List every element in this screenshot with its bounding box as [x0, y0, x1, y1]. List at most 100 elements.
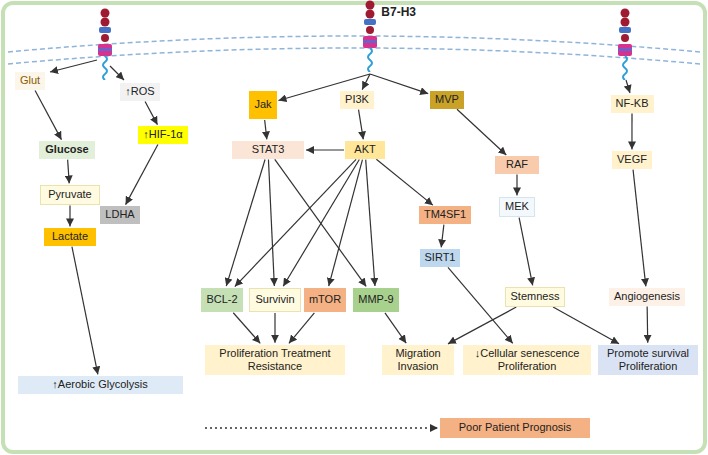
pathway-arrow: [275, 159, 366, 286]
pathway-arrow: [633, 170, 646, 287]
pathway-arrow: [631, 114, 632, 150]
pathway-box: ↑ROS: [120, 83, 159, 100]
node-text: Proliferation Treatment Resistance: [210, 347, 340, 373]
pathway-arrow: [126, 144, 158, 204]
pathway-arrow: [457, 109, 506, 155]
pathway-box: NF-KB: [611, 95, 654, 112]
frame: [3, 3, 705, 452]
node-text: BCL-2: [206, 293, 237, 306]
node-text: Migration Invasion: [387, 347, 449, 373]
node-text: STAT3: [252, 143, 285, 156]
pathway-arrow: [274, 313, 275, 343]
pathway-arrow: [448, 307, 516, 344]
pathway-arrow: [516, 175, 517, 196]
pathway-box: ↑Aerobic Glycolysis: [18, 376, 183, 393]
pathway-arrow: [385, 313, 406, 343]
pathway-box: RAF: [495, 156, 539, 173]
pathway-box: Stemness: [505, 287, 566, 306]
pathway-box: mTOR: [304, 288, 346, 312]
pathway-box: AKT: [345, 141, 385, 158]
pathway-arrow: [235, 159, 356, 286]
node-text: ↑HIF-1α: [143, 128, 182, 141]
node-text: Promote survival Proliferation: [603, 347, 693, 373]
node-text: ↑Aerobic Glycolysis: [52, 378, 147, 391]
node-text: LDHA: [105, 208, 134, 221]
receptor-icon: [363, 1, 377, 73]
pathway-box: MEK: [499, 197, 535, 216]
pathway-box: Migration Invasion: [382, 345, 454, 375]
node-text: Lactate: [52, 230, 88, 243]
pathway-box: Glucose: [39, 141, 95, 158]
pathway-arrow: [370, 74, 428, 94]
node-text: ↑ROS: [125, 85, 154, 98]
node-text: Survivin: [255, 293, 294, 306]
node-text: VEGF: [617, 153, 647, 166]
pathway-arrow: [329, 160, 363, 287]
pathway-box: Promote survival Proliferation: [598, 345, 698, 375]
pathway-arrow: [366, 160, 375, 286]
pathway-box: Survivin: [249, 288, 300, 312]
pathway-arrow: [553, 307, 619, 344]
pathway-box: STAT3: [232, 141, 304, 158]
receptor-arrow: [626, 80, 630, 93]
pathway-box: Angiogenesis: [609, 288, 685, 305]
pathway-arrow: [359, 110, 364, 140]
pathway-box: LDHA: [100, 206, 139, 223]
receptor-icon: [98, 9, 112, 81]
pathway-arrow: [519, 218, 533, 286]
pathway-box: MVP: [430, 91, 464, 108]
pathway-box: MMP-9: [353, 288, 398, 312]
pathway-arrow: [72, 247, 98, 375]
node-text: TM4SF1: [424, 208, 466, 221]
node-text: Glut: [20, 74, 40, 87]
prognosis-arrow: [205, 427, 438, 429]
receptor-icon: [618, 9, 632, 81]
pathway-arrow: [226, 160, 265, 287]
pathway-box: TM4SF1: [419, 206, 471, 223]
node-text: MVP: [435, 93, 459, 106]
pathway-arrow: [289, 313, 314, 344]
node-text: Glucose: [45, 143, 88, 156]
pathway-arrow: [68, 160, 70, 184]
pathway-box: Jak: [249, 91, 276, 119]
node-text: mTOR: [309, 293, 341, 306]
pathway-box: BCL-2: [201, 288, 242, 312]
pathway-arrow: [306, 149, 344, 150]
pathway-box: PI3K: [340, 91, 374, 108]
pathway-arrow: [441, 225, 444, 248]
pathway-arrow: [69, 206, 70, 227]
pathway-arrow: [145, 101, 157, 124]
node-text: MEK: [505, 200, 529, 213]
pathway-box: ↓Cellular senescence Proliferation: [463, 345, 591, 375]
pathway-box: Pyruvate: [40, 185, 100, 204]
node-text: MMP-9: [358, 293, 393, 306]
node-text: NF-KB: [616, 97, 649, 110]
pathway-box: ↑HIF-1α: [138, 126, 187, 143]
pathway-arrow: [448, 267, 513, 343]
pathway-arrow: [35, 90, 61, 139]
pathway-box: VEGF: [612, 151, 652, 168]
receptor-label: B7-H3: [356, 2, 418, 74]
node-text: Angiogenesis: [614, 290, 680, 303]
pathway-arrow: [233, 313, 260, 344]
pathway-arrow: [362, 74, 370, 90]
receptor-arrow: [50, 60, 97, 72]
node-text: RAF: [506, 158, 528, 171]
node-text: ↓Cellular senescence Proliferation: [468, 347, 586, 373]
pathway-arrow: [268, 160, 274, 286]
pathway-arrow: [265, 120, 267, 139]
pathway-box: SIRT1: [420, 249, 461, 266]
node-text: SIRT1: [425, 251, 456, 264]
node-text: Poor Patient Prognosis: [459, 421, 572, 434]
node-text: Pyruvate: [48, 188, 91, 201]
outcome-box: Poor Patient Prognosis: [440, 418, 590, 438]
pathway-box: Proliferation Treatment Resistance: [205, 345, 345, 375]
pathway-arrow: [283, 159, 359, 286]
node-text: AKT: [354, 143, 375, 156]
node-text: B7-H3: [381, 5, 416, 19]
node-text: PI3K: [345, 93, 369, 106]
pathway-arrow: [376, 159, 433, 205]
node-text: Jak: [254, 98, 271, 111]
node-text: Stemness: [511, 290, 560, 303]
